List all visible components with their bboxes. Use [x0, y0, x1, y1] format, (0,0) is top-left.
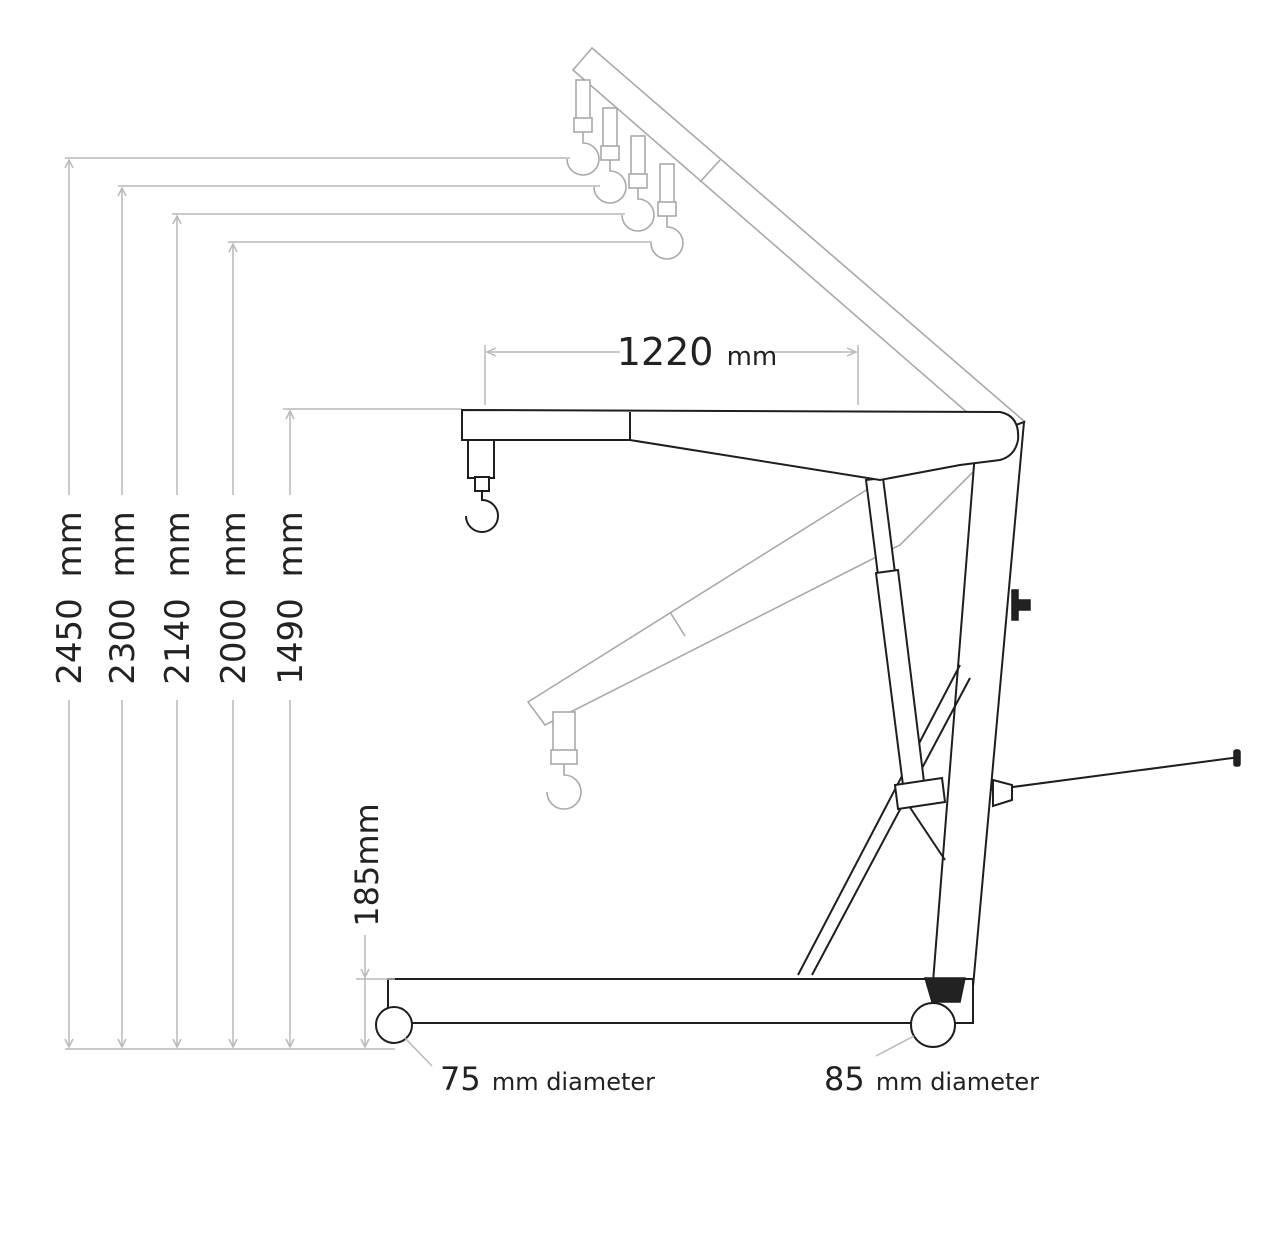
- height-2140-unit: mm: [158, 511, 198, 577]
- svg-text:2300 mm: 2300 mm: [103, 511, 143, 685]
- height-labels: 2450 mm 2300 mm 2140 mm 2000 mm 1490 mm: [50, 511, 311, 685]
- front-wheel-label: mm diameter: [492, 1068, 655, 1096]
- crane-main: [375, 408, 1241, 1048]
- height-2300-value: 2300: [103, 598, 143, 685]
- boom-lowered-ghost: [526, 419, 1007, 810]
- boom-reach-value: 1220: [617, 330, 714, 374]
- height-2000-unit: mm: [214, 511, 254, 577]
- crane-base-leg: [387, 978, 974, 1024]
- svg-text:1220 mm: 1220 mm: [617, 330, 777, 374]
- svg-text:75 mm diameter: 75 mm diameter: [440, 1060, 655, 1098]
- height-1490-value: 1490: [271, 598, 311, 685]
- svg-text:1490 mm: 1490 mm: [271, 511, 311, 685]
- height-2450-unit: mm: [50, 511, 90, 577]
- boom-raised-ghost: [566, 46, 1027, 443]
- height-2140-value: 2140: [158, 598, 198, 685]
- height-1490-unit: mm: [271, 511, 311, 577]
- rear-wheel-value: 85: [824, 1060, 865, 1098]
- crane-boom: [461, 408, 1020, 482]
- front-wheel: [375, 1006, 413, 1044]
- height-2450-value: 2450: [50, 598, 90, 685]
- crane-mast: [928, 420, 1026, 1021]
- leg-height-dimension: 185mm: [348, 803, 395, 1049]
- svg-text:2140 mm: 2140 mm: [158, 511, 198, 685]
- height-dimensions: [64, 157, 652, 1050]
- height-2000-value: 2000: [214, 598, 254, 685]
- svg-text:2000 mm: 2000 mm: [214, 511, 254, 685]
- front-wheel-value: 75: [440, 1060, 481, 1098]
- svg-text:85 mm diameter: 85 mm diameter: [824, 1060, 1039, 1098]
- leg-height-label: 185mm: [348, 803, 386, 926]
- boom-reach-unit: mm: [727, 342, 778, 372]
- boom-reach-dimension: 1220 mm: [484, 330, 859, 405]
- height-2300-unit: mm: [103, 511, 143, 577]
- wheel-labels: 75 mm diameter 85 mm diameter: [404, 1035, 1039, 1098]
- svg-text:2450 mm: 2450 mm: [50, 511, 90, 685]
- rear-wheel: [910, 1002, 956, 1048]
- rear-wheel-label: mm diameter: [876, 1068, 1039, 1096]
